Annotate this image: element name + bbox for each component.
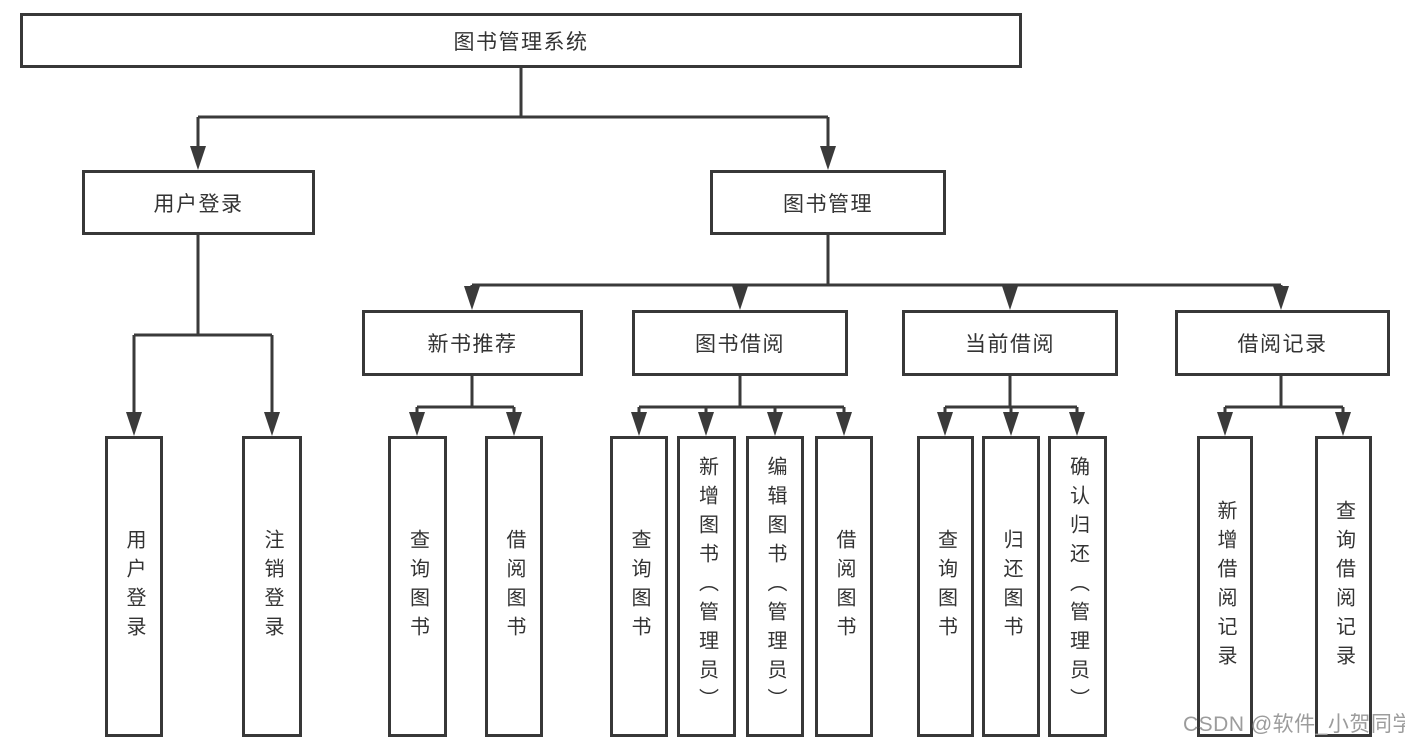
node-root: 图书管理系统 [20,13,1022,68]
leaf-logout: 注销登录 [242,436,302,737]
node-book-management: 图书管理 [710,170,946,235]
leaf-confirm-return-admin-label: 确认归还（管理员） [1066,456,1089,717]
leaf-query-books-borrow: 查询图书 [610,436,668,737]
leaf-add-borrow-record-label: 新增借阅记录 [1214,499,1236,674]
csdn-watermark: CSDN @软件_小贺同学 [1183,713,1405,736]
leaf-query-books-current-label: 查询图书 [934,528,957,645]
leaf-add-book-admin-label: 新增图书（管理员） [695,456,718,717]
arrowheads [126,146,1351,436]
node-user-login-label: 用户登录 [153,192,244,216]
leaf-confirm-return-admin: 确认归还（管理员） [1048,436,1107,737]
leaf-query-books-recommend-label: 查询图书 [406,528,429,645]
node-new-book-recommend: 新书推荐 [362,310,583,376]
node-user-login: 用户登录 [82,170,315,235]
leaf-query-books-borrow-label: 查询图书 [628,528,650,645]
leaf-query-books-current: 查询图书 [917,436,974,737]
leaf-user-login-label: 用户登录 [123,528,145,645]
leaf-borrow-books-recommend: 借阅图书 [485,436,543,737]
leaf-query-books-recommend: 查询图书 [388,436,447,737]
leaf-query-borrow-record: 查询借阅记录 [1315,436,1372,737]
leaf-borrow-books-recommend-label: 借阅图书 [503,528,525,645]
node-book-borrow-label: 图书借阅 [695,333,785,356]
node-new-book-recommend-label: 新书推荐 [427,333,518,356]
leaf-query-borrow-record-label: 查询借阅记录 [1332,499,1355,674]
node-borrow-records: 借阅记录 [1175,310,1390,376]
node-root-label: 图书管理系统 [453,30,589,54]
leaf-return-book: 归还图书 [982,436,1040,737]
leaf-user-login: 用户登录 [105,436,163,737]
node-book-borrow: 图书借阅 [632,310,848,376]
leaf-edit-book-admin: 编辑图书（管理员） [746,436,804,737]
node-current-borrow-label: 当前借阅 [965,333,1055,356]
leaf-borrow-books-label: 借阅图书 [833,528,855,645]
node-current-borrow: 当前借阅 [902,310,1118,376]
leaf-add-borrow-record: 新增借阅记录 [1197,436,1253,737]
leaf-return-book-label: 归还图书 [1000,528,1022,645]
leaf-add-book-admin: 新增图书（管理员） [677,436,736,737]
leaf-borrow-books: 借阅图书 [815,436,873,737]
leaf-edit-book-admin-label: 编辑图书（管理员） [764,456,786,717]
leaf-logout-label: 注销登录 [261,528,283,645]
node-book-management-label: 图书管理 [783,192,873,216]
node-borrow-records-label: 借阅记录 [1237,333,1328,356]
